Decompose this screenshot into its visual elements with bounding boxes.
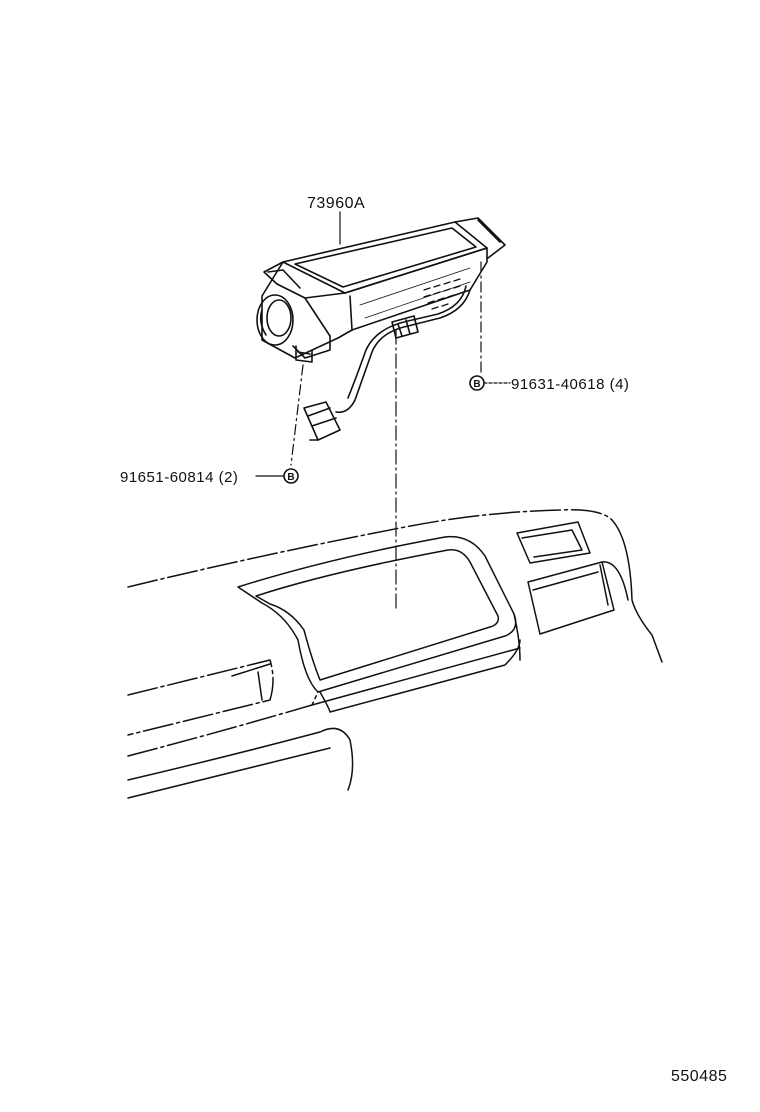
label-airbag-module: 73960A [307, 195, 365, 212]
bolt-symbol-right: B [469, 375, 485, 391]
bolt-symbol-left-letter: B [287, 472, 294, 483]
wire-harness [303, 285, 471, 441]
label-bolt-right: 91631-40618 (4) [511, 376, 629, 393]
label-bolt-left: 91651-60814 (2) [120, 469, 238, 486]
diagram-id: 550485 [671, 1068, 727, 1085]
bolt-symbol-right-letter: B [473, 379, 480, 390]
leader-lines [255, 211, 511, 611]
airbag-module [256, 217, 506, 363]
bolt-symbol-left: B [283, 468, 299, 484]
dashboard [127, 508, 663, 799]
